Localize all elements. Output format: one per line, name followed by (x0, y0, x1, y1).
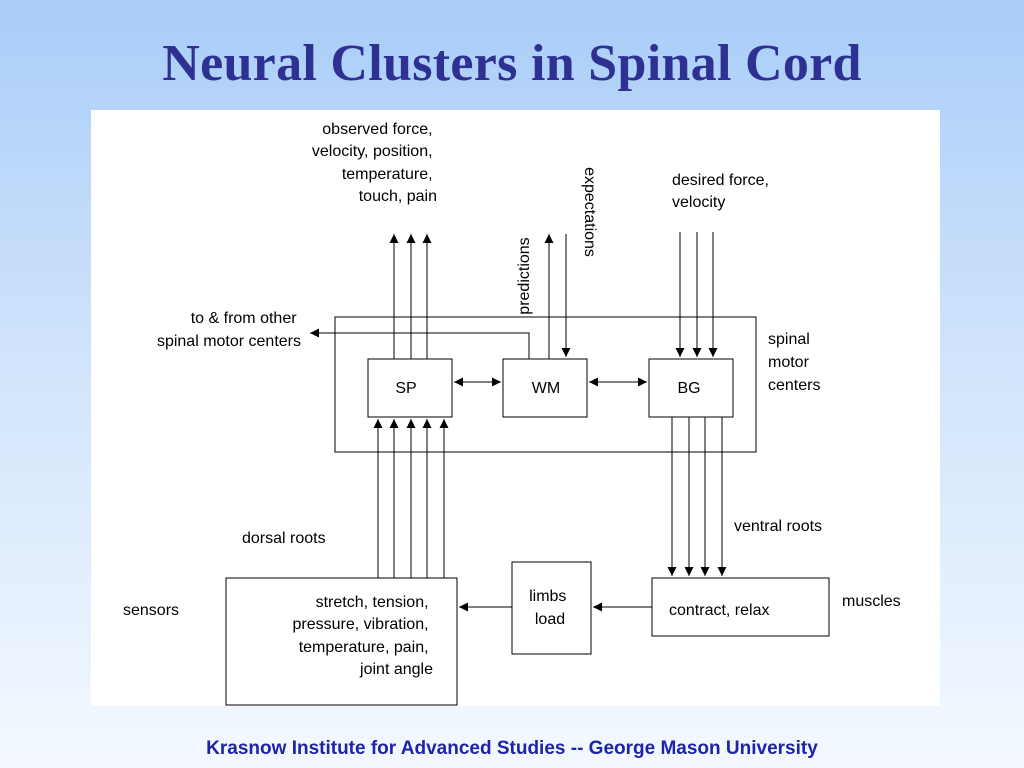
wm-label: WM (532, 380, 560, 397)
sp-label: SP (395, 380, 416, 397)
footer-credit: Krasnow Institute for Advanced Studies -… (206, 738, 818, 759)
muscles-box-label: contract, relax (669, 602, 769, 619)
spinal-centers-label: spinal motor centers (768, 331, 820, 394)
predictions-label: predictions (516, 237, 533, 314)
expectations-label: expectations (581, 167, 598, 257)
limbs-node: limbs load (511, 561, 592, 655)
wm-node: WM (502, 358, 588, 418)
muscles-node: contract, relax (651, 577, 830, 637)
limbs-label: limbs load (529, 588, 571, 628)
dorsal-root-arrows (373, 419, 449, 578)
sensors-node: stretch, tension, pressure, vibration, t… (225, 577, 458, 706)
ventral-root-arrows (667, 417, 727, 576)
diagram-panel: SP WM BG observed force, velocity, posit… (91, 110, 940, 706)
desired-label: desired force, velocity (672, 172, 773, 211)
neural-cluster-diagram: SP WM BG observed force, velocity, posit… (123, 121, 901, 706)
other-centers-arrow (310, 328, 530, 359)
desired-arrows (675, 232, 718, 357)
ventral-roots-label: ventral roots (734, 518, 822, 535)
observed-label: observed force, velocity, position, temp… (312, 121, 437, 205)
dorsal-roots-label: dorsal roots (242, 530, 326, 547)
sensors-label: sensors (123, 602, 179, 619)
sp-node: SP (367, 358, 453, 418)
other-centers-label: to & from other spinal motor centers (157, 310, 301, 350)
slide-title: Neural Clusters in Spinal Cord (162, 35, 862, 92)
sensors-box-label: stretch, tension, pressure, vibration, t… (292, 594, 433, 678)
muscles-label: muscles (842, 593, 901, 610)
observed-arrows (389, 234, 432, 359)
bg-label: BG (677, 380, 700, 397)
bg-node: BG (648, 358, 734, 418)
